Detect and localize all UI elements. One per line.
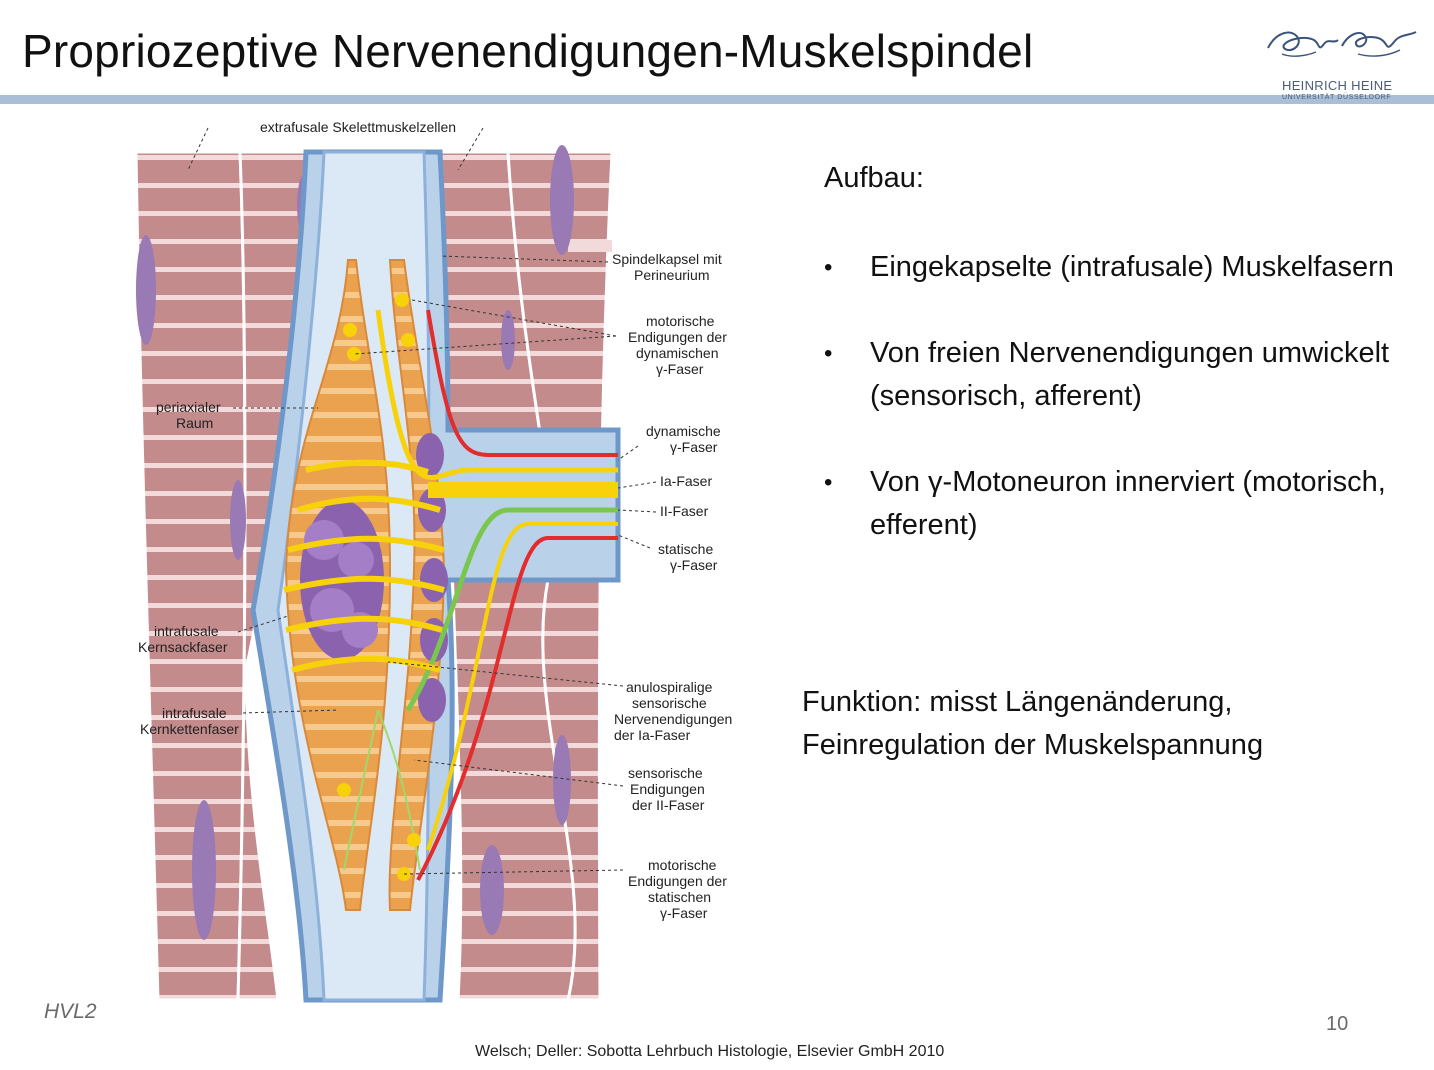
nucleus — [480, 845, 504, 935]
nuclear-chain-nucleus — [416, 433, 444, 477]
label-ia-fiber: Ia-Faser — [660, 473, 712, 489]
label-motor-dynamic-2: Endigungen der — [628, 329, 727, 345]
label-nuclear-bag-1: intrafusale — [154, 623, 219, 639]
bullet-item: • Von γ-Motoneuron innerviert (motorisch… — [824, 461, 1404, 547]
nucleus — [553, 735, 571, 825]
function-line-2: Feinregulation der Muskelspannung — [802, 729, 1264, 761]
nuclear-chain-nucleus — [418, 678, 446, 722]
bullet-item: • Eingekapselte (intrafusale) Muskelfase… — [824, 246, 1404, 289]
bullet-text: Von γ-Motoneuron innerviert (motorisch, … — [870, 466, 1386, 541]
bullet-icon: • — [824, 254, 833, 281]
label-capsule-2: Perineurium — [634, 267, 709, 283]
nucleus — [230, 480, 246, 560]
label-nuclear-chain-2: Kernkettenfaser — [140, 721, 239, 737]
bullet-text: Eingekapselte (intrafusale) Muskelfasern — [870, 251, 1394, 283]
label-motor-static-2: Endigungen der — [628, 873, 727, 889]
label-periaxial-2: Raum — [176, 415, 213, 431]
nucleus — [192, 800, 216, 940]
university-logo: HEINRICH HEINE UNIVERSITÄT DÜSSELDORF — [1262, 14, 1422, 101]
label-anulospiral-2: sensorische — [632, 695, 707, 711]
nerve-fibers — [283, 293, 618, 881]
label-static-gamma-2: γ-Faser — [670, 557, 718, 573]
function-text: Funktion: misst Längenänderung, Feinregu… — [802, 681, 1402, 767]
title-divider — [0, 95, 1434, 104]
nucleus — [136, 235, 156, 345]
label-nuclear-chain-1: intrafusale — [162, 705, 227, 721]
aufbau-heading: Aufbau: — [824, 162, 924, 194]
bullet-item: • Von freien Nervenendigungen umwickelt … — [824, 332, 1404, 418]
label-motor-dynamic-1: motorische — [646, 313, 715, 329]
bullet-text: Von freien Nervenendigungen umwickelt (s… — [870, 337, 1390, 412]
label-motor-static-3: statischen — [648, 889, 711, 905]
function-line-1: Funktion: misst Längenänderung, — [802, 686, 1233, 718]
label-sensory-ii-2: Endigungen — [630, 781, 705, 797]
label-anulospiral-4: der Ia-Faser — [614, 727, 691, 743]
muscle-spindle-diagram: extrafusale Skelettmuskelzellen Spindelk… — [134, 119, 732, 1003]
label-static-gamma-1: statische — [658, 541, 713, 557]
bullet-list: • Eingekapselte (intrafusale) Muskelfase… — [824, 246, 1404, 590]
muscle-spindle-figure: extrafusale Skelettmuskelzellen Spindelk… — [128, 110, 758, 1010]
label-dynamic-gamma-2: γ-Faser — [670, 439, 718, 455]
label-ii-fiber: II-Faser — [660, 503, 709, 519]
figure-citation: Welsch; Deller: Sobotta Lehrbuch Histolo… — [475, 1043, 945, 1060]
label-sensory-ii-1: sensorische — [628, 765, 703, 781]
nuclear-chain-nucleus — [420, 558, 448, 602]
nucleus — [550, 145, 574, 255]
label-motor-static-4: γ-Faser — [660, 905, 708, 921]
label-sensory-ii-3: der II-Faser — [632, 797, 705, 813]
bullet-icon: • — [824, 469, 833, 496]
label-periaxial-1: periaxialer — [156, 399, 221, 415]
label-leaders — [187, 127, 657, 875]
label-nuclear-bag-2: Kernsackfaser — [138, 639, 228, 655]
bullet-icon: • — [824, 340, 833, 367]
logo-line-2: UNIVERSITÄT DÜSSELDORF — [1282, 94, 1392, 101]
slide-title: Propriozeptive Nervenendigungen-Muskelsp… — [22, 25, 1034, 77]
page-number: 10 — [1326, 1013, 1349, 1035]
label-motor-static-1: motorische — [648, 857, 717, 873]
label-anulospiral-1: anulospiralige — [626, 679, 713, 695]
label-motor-dynamic-3: dynamischen — [636, 345, 719, 361]
label-capsule-1: Spindelkapsel mit — [612, 251, 722, 267]
label-anulospiral-3: Nervenendigungen — [614, 711, 732, 727]
label-extrafusal: extrafusale Skelettmuskelzellen — [260, 119, 456, 135]
label-motor-dynamic-4: γ-Faser — [656, 361, 704, 377]
logo-line-1: HEINRICH HEINE — [1282, 78, 1393, 93]
nucleus — [501, 310, 515, 370]
footer-course-tag: HVL2 — [44, 1000, 97, 1023]
label-dynamic-gamma-1: dynamische — [646, 423, 721, 439]
signature-logo-icon — [1267, 31, 1417, 57]
